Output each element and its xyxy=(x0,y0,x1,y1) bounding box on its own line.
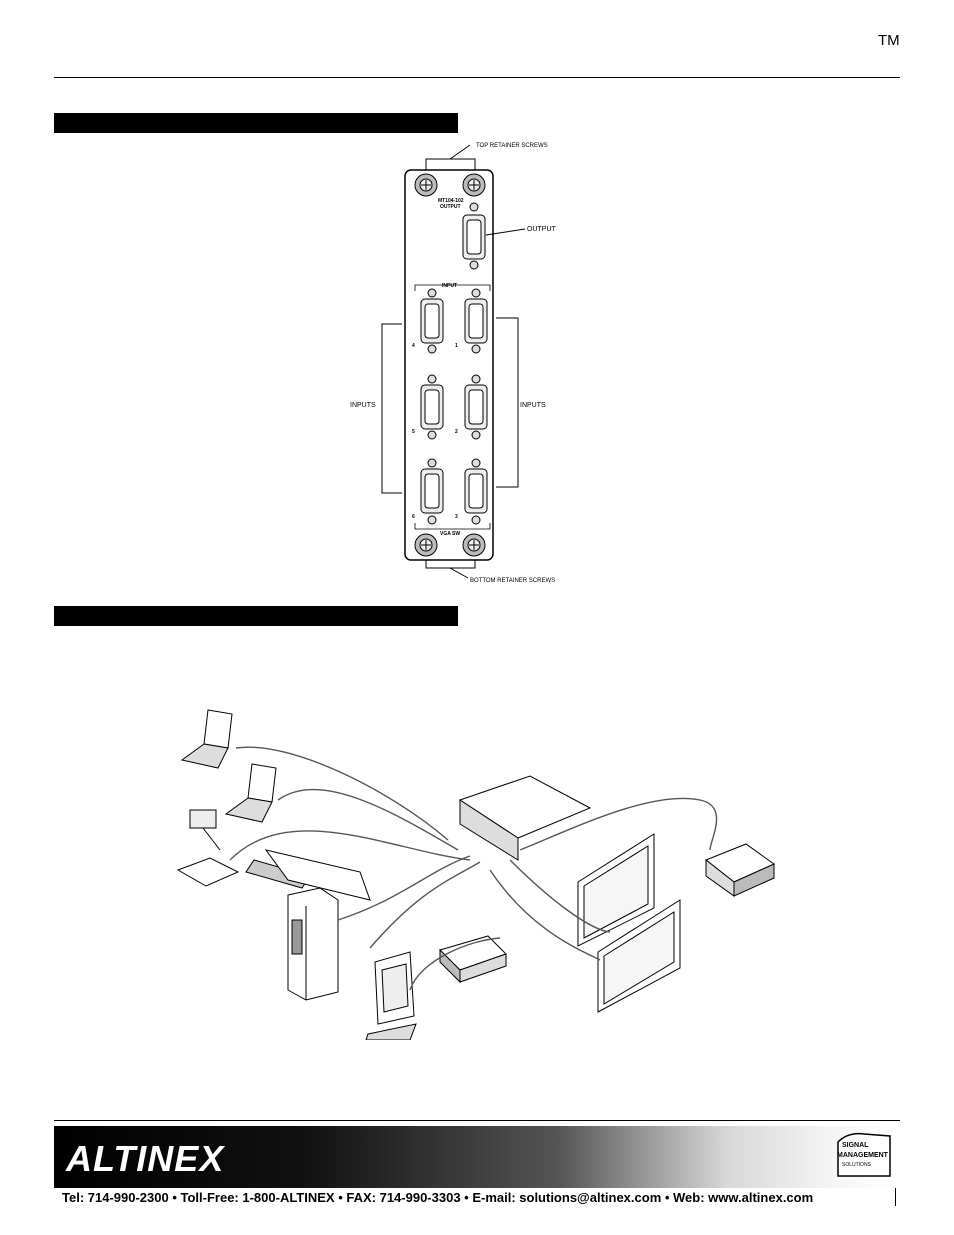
cables xyxy=(229,746,718,991)
label-inputs-right: INPUTS xyxy=(520,402,546,409)
badge-line-1: SIGNAL xyxy=(842,1142,869,1149)
input-connector-4 xyxy=(420,288,444,354)
label-bottom-screws: BOTTOM RETAINER SCREWS xyxy=(470,578,555,584)
bottom-screw-left xyxy=(414,533,438,557)
label-port-5: 5 xyxy=(412,429,415,435)
top-screw-left xyxy=(414,173,438,197)
altinex-logo: ALTINEX xyxy=(66,1138,225,1179)
input-connector-1 xyxy=(464,288,488,354)
signal-management-badge: SIGNAL MANAGEMENT SOLUTIONS xyxy=(837,1132,891,1177)
footer-divider xyxy=(895,1188,896,1206)
laptop-1-icon xyxy=(180,709,233,769)
bottom-screw-right xyxy=(462,533,486,557)
computer-tower-icon xyxy=(287,887,339,1001)
input-connector-2 xyxy=(464,374,488,440)
input-connector-6 xyxy=(420,458,444,525)
label-port-6: 6 xyxy=(412,514,415,520)
label-port-3: 3 xyxy=(455,514,458,520)
laptop-2-icon xyxy=(224,763,277,823)
section-bar-panel xyxy=(54,113,458,133)
trademark: TM xyxy=(878,32,900,49)
projector-icon xyxy=(705,843,775,897)
label-port-4: 4 xyxy=(412,343,415,349)
top-screw-right xyxy=(462,173,486,197)
input-connector-3 xyxy=(464,458,488,525)
flat-panel-2-icon xyxy=(597,899,681,1013)
badge-line-2: MANAGEMENT xyxy=(837,1152,889,1159)
crt-monitor-icon xyxy=(365,951,417,1040)
input-connector-5 xyxy=(420,374,444,440)
label-top-screws: TOP RETAINER SCREWS xyxy=(476,143,548,149)
switch-card-icon xyxy=(458,775,592,861)
label-input-header: INPUT xyxy=(442,283,457,289)
label-model: MT104-102 xyxy=(438,198,464,204)
label-port-1: 1 xyxy=(455,343,458,349)
label-inputs-left: INPUTS xyxy=(350,402,376,409)
document-camera-icon xyxy=(176,809,240,887)
connection-diagram xyxy=(176,709,775,1040)
keyboard-icon xyxy=(245,849,371,901)
footer-rule xyxy=(54,1120,900,1121)
flat-panel-1-icon xyxy=(577,833,655,947)
footer-band xyxy=(54,1126,896,1188)
badge-line-3: SOLUTIONS xyxy=(842,1162,872,1168)
label-model-output: OUTPUT xyxy=(440,204,461,210)
panel-diagram: TOP RETAINER SCREWS MT104-102 OUTPUT OUT… xyxy=(350,143,557,584)
contact-info: Tel: 714-990-2300 • Toll-Free: 1-800-ALT… xyxy=(62,1190,814,1205)
label-vga-sw: VGA SW xyxy=(440,531,460,537)
section-bar-connection xyxy=(54,606,458,626)
header-rule xyxy=(54,77,900,78)
label-port-2: 2 xyxy=(455,429,458,435)
label-output: OUTPUT xyxy=(527,226,557,233)
